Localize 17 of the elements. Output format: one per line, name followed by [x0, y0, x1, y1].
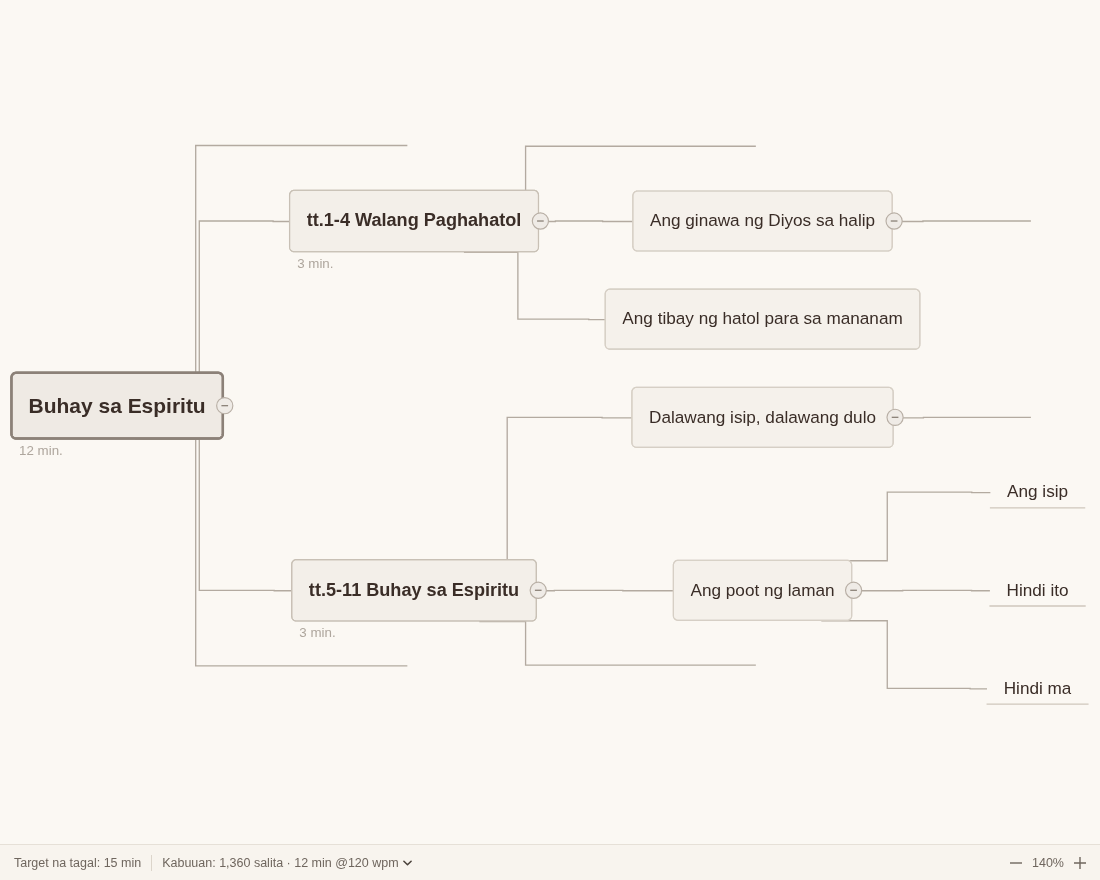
root-topic-box: Buhay sa Espiritu [10, 371, 225, 440]
duration-label: 12 min. [19, 442, 63, 458]
topic-text: Hindi ma [985, 678, 1090, 705]
duration-label: 3 min. [299, 625, 336, 641]
topic-text: Ang isip [989, 482, 1086, 509]
topic-box: Ang tibay ng hatol para sa mananam [604, 288, 921, 350]
topic-box: Ang poot ng laman [672, 559, 853, 621]
zoom-level-text: 140% [1032, 855, 1064, 870]
topic-box: tt.5-11 Buhay sa Espiritu [291, 559, 537, 622]
topic-box: Dalawang isip, dalawang dulo [631, 386, 894, 448]
topic-text: Hindi ito [988, 580, 1087, 607]
duration-label: 3 min. [297, 255, 334, 271]
topic-box: tt.1-4 Walang Paghahatol [289, 189, 540, 253]
status-text: Kabuuan: 1,360 salita · 12 min @120 wpm [162, 855, 399, 870]
connector [892, 220, 1032, 223]
topic-box: Ang ginawa ng Diyos sa halip [632, 190, 893, 252]
status-text: Target na tagal: 15 min [14, 855, 142, 870]
